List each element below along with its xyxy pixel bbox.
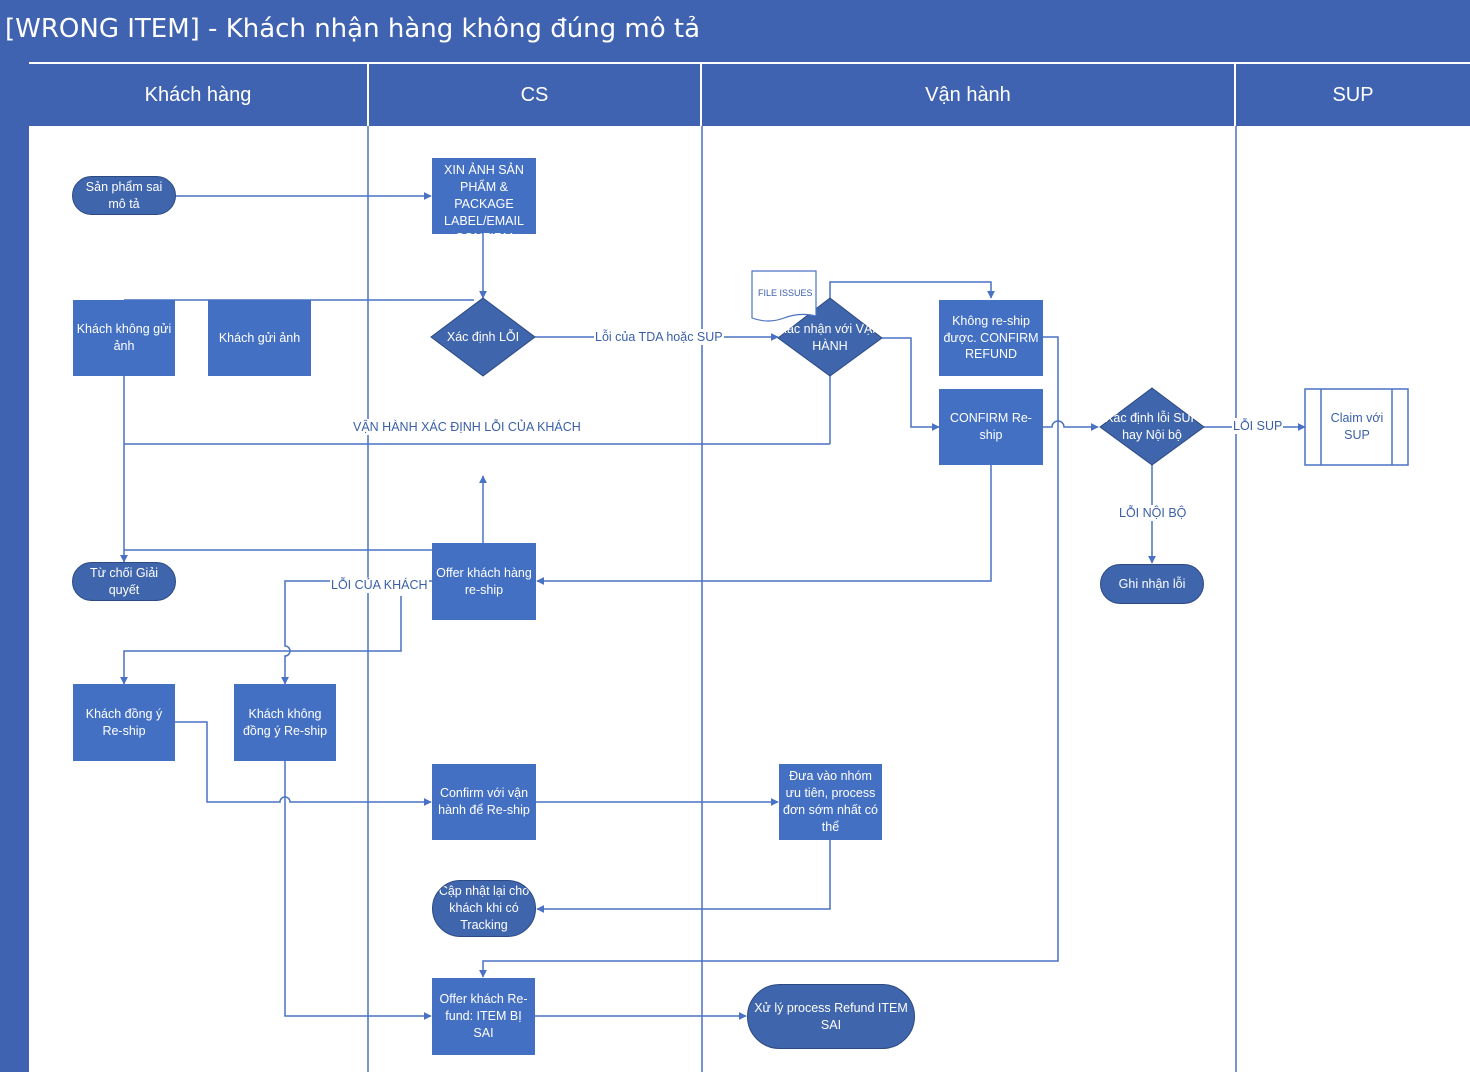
edge-to-khong-reship [829, 281, 995, 299]
process-khach-gui-anh: Khách gửi ảnh [208, 300, 311, 376]
terminal-ghi-nhan-loi: Ghi nhận lỗi [1100, 564, 1204, 604]
edge-label-loi-noi-bo: LỖI NỘI BỘ [1118, 505, 1188, 521]
process-dua-vao-nhom: Đưa vào nhóm ưu tiên, process đơn sớm nh… [779, 764, 882, 840]
process-confirm-reship: CONFIRM Re-ship [939, 389, 1043, 465]
terminal-cap-nhat: Cập nhật lại cho khách khi có Tracking [432, 880, 536, 937]
pool-left-bar [0, 62, 29, 1072]
lane-header-sup: SUP [1236, 64, 1470, 126]
edge-offer-to-khong-dong-y [281, 580, 432, 685]
process-khong-reship: Không re-ship được. CONFIRM REFUND [939, 300, 1043, 376]
subprocess-label-claim-sup: Claim với SUP [1330, 411, 1384, 442]
terminal-xu-ly-refund: Xử lý process Refund ITEM SAI [747, 984, 915, 1049]
lane-header-khach-hang: Khách hàng [29, 64, 367, 126]
edge-khong-reship-to-refund [479, 336, 1059, 978]
edge-confirm-to-offer [536, 465, 992, 585]
edge-offer-to-dong-y [120, 596, 402, 685]
diagram-title: [WRONG ITEM] - Khách nhận hàng không đún… [5, 14, 701, 44]
lane-header-cs: CS [369, 64, 700, 126]
terminal-tu-choi: Từ chối Giải quyết [72, 562, 176, 601]
process-confirm-van-hanh: Confirm với vận hành để Re-ship [432, 764, 536, 840]
file-issues-document [751, 270, 817, 322]
decision-xac-dinh-loi [430, 297, 536, 377]
decision-label-xac-nhan: Xác nhận với VẬN HÀNH [778, 322, 882, 353]
edge-label-van-hanh-loi-khach: VẬN HÀNH XÁC ĐỊNH LỖI CỦA KHÁCH [352, 419, 582, 435]
decision-label-loi-sup: Xác định lỗi SUP hay Nội bộ [1105, 411, 1199, 442]
decision-xac-nhan-van-hanh [777, 297, 883, 377]
edge-dong-y-to-confirm [175, 721, 432, 806]
edge-dua-vao-to-cap-nhat [536, 840, 831, 913]
edge-confirm-to-decision-sup [1042, 420, 1099, 431]
process-khach-khong-gui-anh: Khách không gửi ảnh [73, 300, 175, 376]
lane-header-van-hanh: Vận hành [702, 64, 1234, 126]
decision-loi-sup-noi-bo [1099, 387, 1205, 466]
process-khach-khong-dong-y: Khách không đồng ý Re-ship [234, 684, 336, 761]
process-khach-dong-y: Khách đồng ý Re-ship [73, 684, 175, 761]
decision-label-xac-dinh-loi: Xác định LỖI [446, 329, 520, 344]
process-offer-reship: Offer khách hàng re-ship [432, 543, 536, 620]
subprocess-claim-sup [1304, 388, 1409, 466]
process-offer-refund: Offer khách Re-fund: ITEM BỊ SAI [432, 978, 535, 1055]
process-xin-anh: XIN ẢNH SẢN PHẨM & PACKAGE LABEL/EMAIL C… [432, 158, 536, 234]
edge-label-loi-cua-khach: LỖI CỦA KHÁCH [330, 577, 429, 593]
title-bar: [WRONG ITEM] - Khách nhận hàng không đún… [0, 0, 1470, 62]
edge-to-confirm-reship [882, 337, 940, 431]
file-issues-label: FILE ISSUES [758, 288, 813, 298]
terminal-san-pham-sai: Sản phẩm sai mô tả [72, 176, 176, 215]
edge-label-loi-tda-sup: Lỗi của TDA hoặc SUP [594, 329, 724, 345]
edge-khong-dong-y-to-refund [284, 761, 432, 1020]
edge-label-loi-sup: LỖI SUP [1232, 418, 1284, 434]
